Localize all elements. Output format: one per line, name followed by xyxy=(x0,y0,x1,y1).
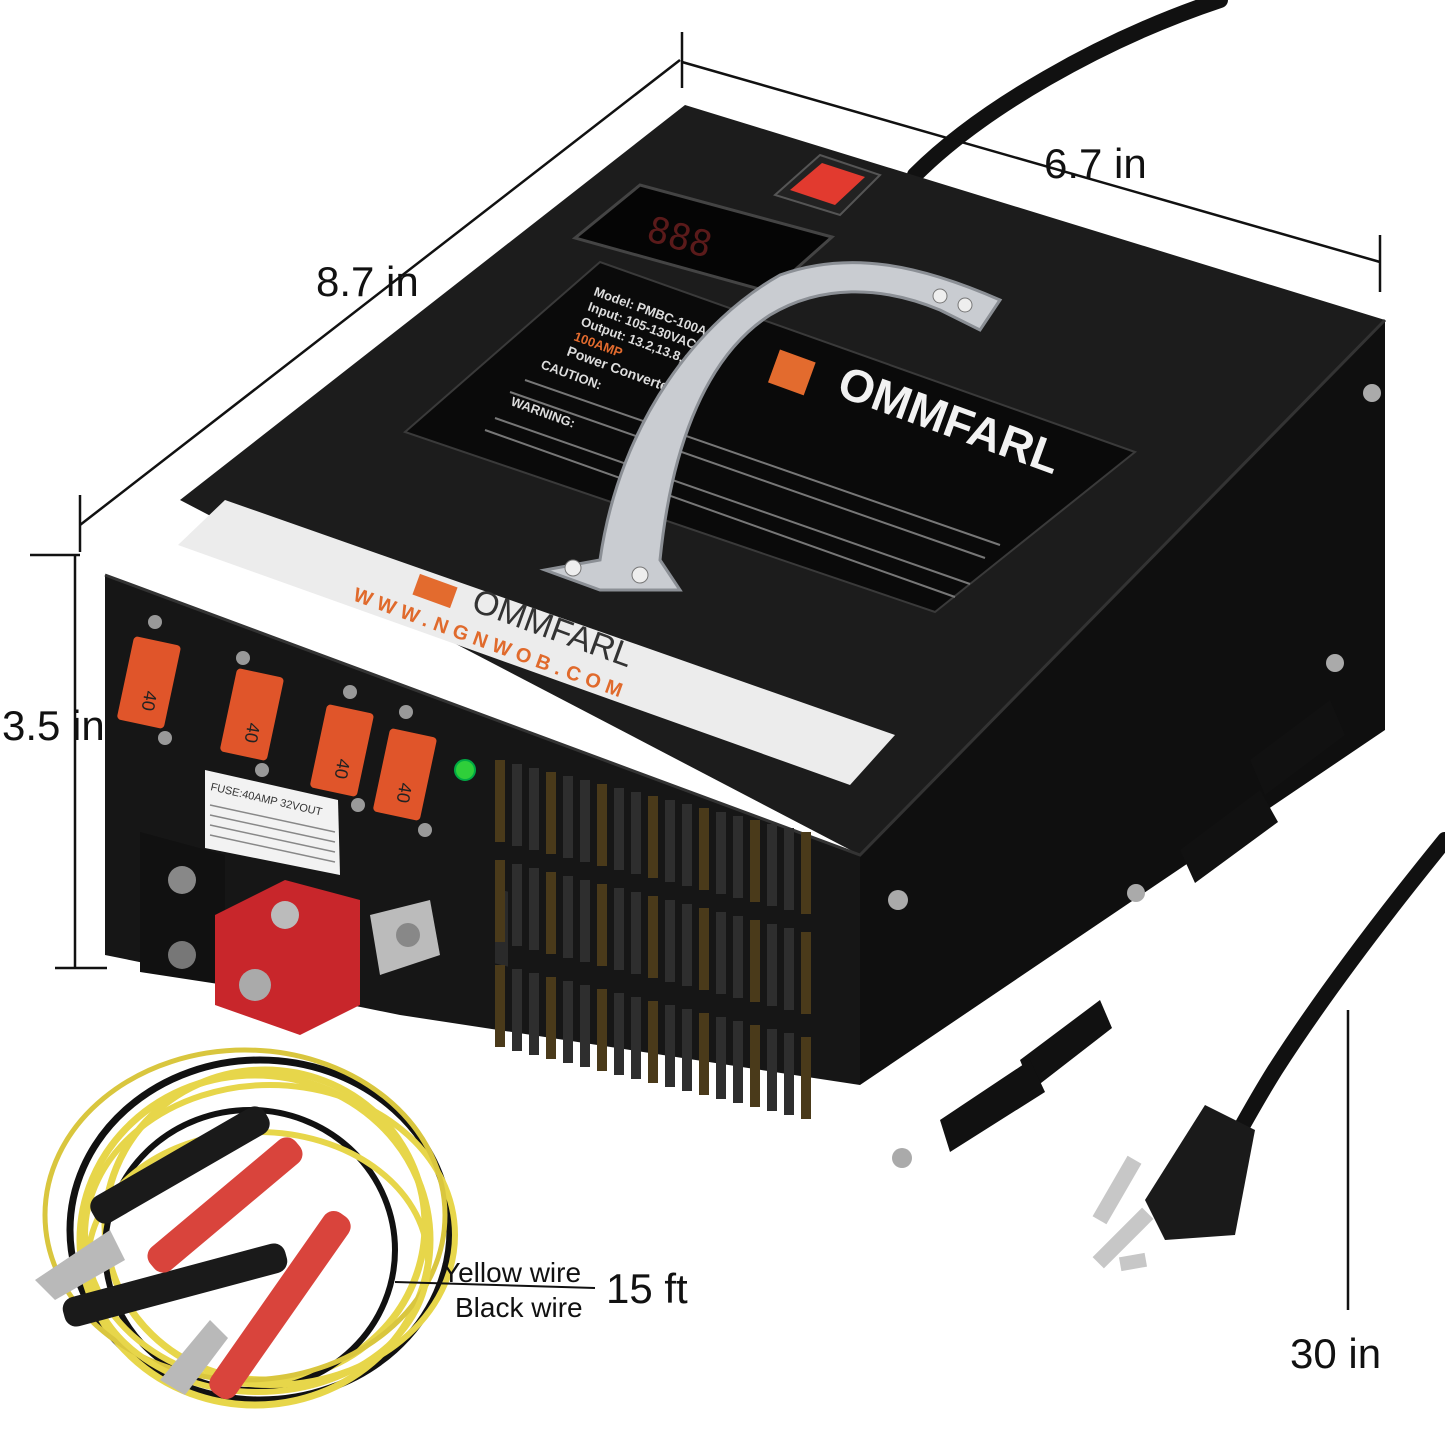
vent-slot xyxy=(733,1021,743,1103)
vent-slot xyxy=(563,776,573,858)
mounting-foot xyxy=(1250,700,1345,795)
vent-slot xyxy=(665,1005,675,1087)
vent-slot xyxy=(801,1037,811,1119)
vent-slot xyxy=(750,820,760,902)
vent-slot xyxy=(495,760,505,842)
vent-slot xyxy=(699,908,709,990)
mounting-foot xyxy=(1180,790,1278,883)
vent-slot xyxy=(648,1001,658,1083)
vent-slot xyxy=(495,860,505,942)
terminal-block xyxy=(140,832,225,985)
vent-slot xyxy=(597,784,607,866)
power-plug xyxy=(1145,1105,1255,1240)
vent-slot xyxy=(631,792,641,874)
vent-slot xyxy=(716,912,726,994)
vent-slot xyxy=(563,876,573,958)
mounting-foot xyxy=(1020,1000,1112,1090)
black-clamp xyxy=(35,1106,288,1327)
fuse-label: 40 xyxy=(393,781,416,804)
vent-slot xyxy=(614,888,624,970)
vent-slot xyxy=(614,993,624,1075)
power-cord-bottom xyxy=(1212,832,1445,1173)
vent-slot xyxy=(733,816,743,898)
fuse-label: 40 xyxy=(138,689,161,712)
fuse-label: 40 xyxy=(331,757,354,780)
vent-slot xyxy=(699,1013,709,1095)
vent-slot xyxy=(563,981,573,1063)
vent-slot xyxy=(682,904,692,986)
vent-grille xyxy=(495,760,811,1119)
vent-slot xyxy=(784,928,794,1010)
vent-slot xyxy=(767,1029,777,1111)
vent-slot xyxy=(631,997,641,1079)
vent-slot xyxy=(580,880,590,962)
vent-slot xyxy=(648,796,658,878)
vent-slot xyxy=(580,985,590,1067)
red-clamp xyxy=(147,1137,351,1399)
vent-slot xyxy=(801,832,811,914)
power-cord-top xyxy=(907,0,1228,183)
screw xyxy=(892,1148,912,1168)
vent-slot xyxy=(512,969,522,1051)
screw xyxy=(888,890,908,910)
fuse-sticker xyxy=(205,770,340,875)
vent-slot xyxy=(546,772,556,854)
digital-display xyxy=(571,183,836,294)
vent-slot xyxy=(614,788,624,870)
vent-slot xyxy=(801,932,811,1014)
vent-slot xyxy=(529,768,539,850)
vent-slot xyxy=(716,1017,726,1099)
vent-slot xyxy=(529,973,539,1055)
vent-slot xyxy=(767,924,777,1006)
vent-slot xyxy=(750,1025,760,1107)
screw xyxy=(1326,654,1344,672)
vent-slot xyxy=(665,900,675,982)
black-wire-label: Black wire xyxy=(455,1292,583,1323)
vent-slot xyxy=(495,965,505,1047)
fuse-bank: 40 40 40 40 xyxy=(117,636,437,821)
vent-slot xyxy=(784,1033,794,1115)
carry-handle xyxy=(539,261,1003,592)
vent-slot xyxy=(733,916,743,998)
vent-slot xyxy=(631,892,641,974)
power-switch-rocker[interactable] xyxy=(790,163,865,205)
vent-slot xyxy=(597,989,607,1071)
plug-ground xyxy=(1118,1252,1148,1272)
vent-slot xyxy=(665,800,675,882)
vent-slot xyxy=(512,764,522,846)
plug-prong xyxy=(1092,1207,1154,1269)
screw xyxy=(1127,884,1145,902)
vent-slot xyxy=(597,884,607,966)
width-dimension: 6.7 in xyxy=(1044,140,1147,187)
plug-prong xyxy=(1092,1155,1142,1225)
vent-slot xyxy=(648,896,658,978)
fuse-label: 40 xyxy=(241,721,264,744)
vent-slot xyxy=(546,872,556,954)
vent-slot xyxy=(716,812,726,894)
length-dimension: 8.7 in xyxy=(316,258,419,305)
vent-slot xyxy=(767,824,777,906)
screw xyxy=(1363,384,1381,402)
brand-strip xyxy=(178,500,895,785)
vent-slot xyxy=(682,804,692,886)
status-led xyxy=(454,759,476,781)
vent-slot xyxy=(529,868,539,950)
mounting-foot xyxy=(940,1060,1045,1152)
yellow-wire-label: Yellow wire xyxy=(442,1257,582,1288)
spec-label xyxy=(403,260,1138,614)
converter-side-face xyxy=(860,320,1385,1085)
cord-length-dimension: 30 in xyxy=(1290,1330,1382,1377)
vent-slot xyxy=(699,808,709,890)
vent-slot xyxy=(784,828,794,910)
vent-slot xyxy=(580,780,590,862)
vent-slot xyxy=(750,920,760,1002)
vent-slot xyxy=(682,1009,692,1091)
cable-length-dimension: 15 ft xyxy=(606,1265,688,1312)
vent-slot xyxy=(546,977,556,1059)
vent-slot xyxy=(512,864,522,946)
height-dimension: 3.5 in xyxy=(2,702,105,749)
